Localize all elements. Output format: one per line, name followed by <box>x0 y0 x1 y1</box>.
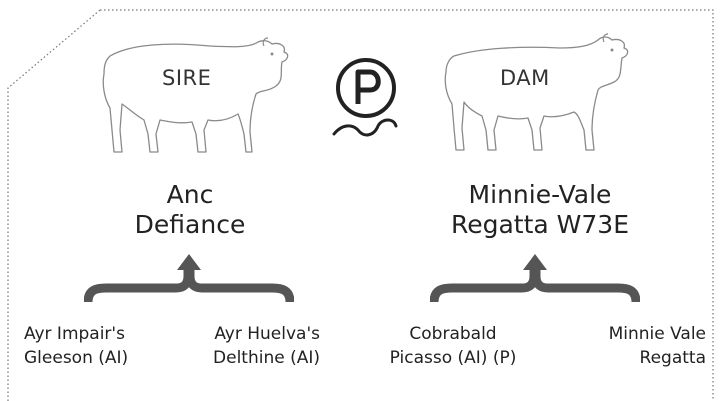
sire-name-line1: Anc <box>166 180 214 209</box>
sire-name: Anc Defiance <box>110 180 270 240</box>
dam-label: DAM <box>500 66 550 90</box>
sire-parent-2: Ayr Huelva's Delthine (AI) <box>213 324 320 368</box>
dam-brace-arrow <box>430 254 640 303</box>
sire-parent-1: Ayr Impair's Gleeson (AI) <box>24 324 129 368</box>
dam-name-line1: Minnie-Vale <box>468 180 612 209</box>
sire-name-line2: Defiance <box>134 210 246 239</box>
polled-icon <box>332 58 398 137</box>
sire-label: SIRE <box>162 66 212 90</box>
sire-brace-arrow <box>84 254 294 303</box>
dam-cow-illustration <box>440 30 640 155</box>
dam-parent-2: Minnie Vale Regatta <box>608 324 706 368</box>
dam-name-line2: Regatta W73E <box>450 210 629 239</box>
sire-cow-illustration <box>100 34 300 159</box>
dam-parent-1: Cobrabald Picasso (AI) (P) <box>389 324 517 368</box>
dam-name: Minnie-Vale Regatta W73E <box>420 180 660 240</box>
